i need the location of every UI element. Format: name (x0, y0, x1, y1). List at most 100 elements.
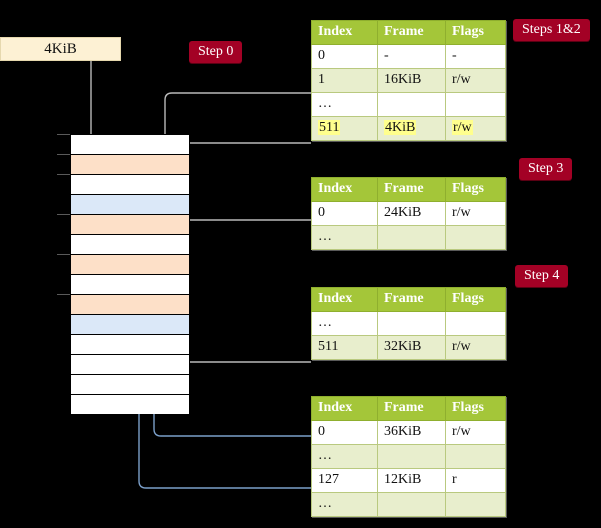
badge-steps-1-2: Steps 1&2 (513, 19, 590, 41)
column-header-flags: Flags (445, 287, 506, 312)
cell-frame: 12KiB (377, 468, 446, 493)
cell-frame (377, 92, 446, 117)
cell-index: … (311, 444, 378, 469)
cell-flags: r/w (445, 116, 506, 141)
cell-index: … (311, 225, 378, 250)
cell-frame (377, 444, 446, 469)
memory-row (71, 394, 189, 414)
memory-row (71, 334, 189, 354)
table-header-row: Index Frame Flags (311, 396, 506, 421)
memory-row (71, 294, 189, 314)
memory-row (71, 154, 189, 174)
table-row: … (311, 444, 506, 469)
cell-flags (445, 225, 506, 250)
memory-row (71, 314, 189, 334)
column-header-frame: Frame (377, 396, 446, 421)
memory-row-tick (57, 214, 70, 215)
table-row: … (311, 92, 506, 117)
memory-row-tick (57, 294, 70, 295)
cell-flags: - (445, 44, 506, 69)
memory-row (71, 214, 189, 234)
cell-frame (377, 492, 446, 517)
cell-frame: 4KiB (377, 116, 446, 141)
badge-step-4: Step 4 (515, 265, 569, 287)
cell-frame: 36KiB (377, 420, 446, 445)
memory-row (71, 254, 189, 274)
memory-row-tick (57, 134, 70, 135)
cell-index: 0 (311, 44, 378, 69)
memory-row-tick (57, 254, 70, 255)
cell-frame (377, 311, 446, 336)
memory-row (71, 234, 189, 254)
table-row: … (311, 492, 506, 517)
cell-index: … (311, 311, 378, 336)
cell-index: 0 (311, 201, 378, 226)
frame-box-4kib: 4KiB (0, 37, 121, 61)
column-header-frame: Frame (377, 20, 446, 45)
table-header-row: Index Frame Flags (311, 20, 506, 45)
cell-flags (445, 492, 506, 517)
memory-row (71, 374, 189, 394)
cell-flags: r/w (445, 68, 506, 93)
cell-flags: r/w (445, 335, 506, 360)
cell-frame: - (377, 44, 446, 69)
memory-row (71, 274, 189, 294)
cell-index: 127 (311, 468, 378, 493)
table-header-row: Index Frame Flags (311, 287, 506, 312)
cell-frame (377, 225, 446, 250)
table-header-row: Index Frame Flags (311, 177, 506, 202)
cell-index: 511 (311, 335, 378, 360)
memory-row-tick (57, 174, 70, 175)
cell-index: 0 (311, 420, 378, 445)
table-row: … (311, 225, 506, 250)
cell-frame: 24KiB (377, 201, 446, 226)
column-header-index: Index (311, 396, 378, 421)
badge-step-3: Step 3 (519, 158, 573, 180)
column-header-flags: Flags (445, 177, 506, 202)
memory-row (71, 354, 189, 374)
cell-frame: 16KiB (377, 68, 446, 93)
wire-step4-memory-to-table2 (177, 264, 311, 363)
column-header-frame: Frame (377, 177, 446, 202)
cell-index: 1 (311, 68, 378, 93)
highlight-mark: r/w (452, 120, 473, 135)
cell-flags (445, 444, 506, 469)
memory-row (71, 194, 189, 214)
badge-step-0: Step 0 (189, 41, 243, 63)
column-header-index: Index (311, 287, 378, 312)
table-row: … (311, 311, 506, 336)
cell-index: … (311, 92, 378, 117)
cell-flags (445, 92, 506, 117)
memory-row (71, 174, 189, 194)
cell-flags: r/w (445, 201, 506, 226)
highlight-mark: 4KiB (384, 120, 417, 135)
table-row: 511 4KiB r/w (311, 116, 506, 141)
column-header-index: Index (311, 20, 378, 45)
cell-flags: r (445, 468, 506, 493)
column-header-frame: Frame (377, 287, 446, 312)
cell-flags (445, 311, 506, 336)
cell-index: … (311, 492, 378, 517)
column-header-flags: Flags (445, 396, 506, 421)
physical-memory-column (70, 134, 190, 414)
highlight-mark: 511 (318, 120, 341, 135)
memory-row (71, 134, 189, 154)
column-header-flags: Flags (445, 20, 506, 45)
cell-flags: r/w (445, 420, 506, 445)
memory-row-tick (57, 154, 70, 155)
cell-index: 511 (311, 116, 378, 141)
cell-frame: 32KiB (377, 335, 446, 360)
